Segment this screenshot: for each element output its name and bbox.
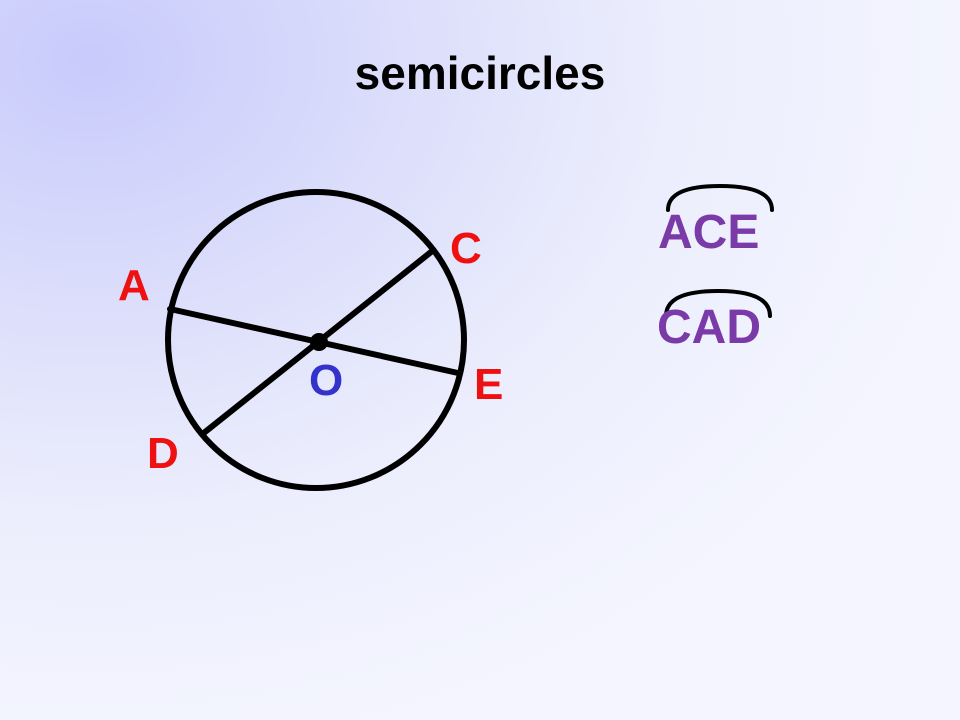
arc-symbol-cad <box>664 288 772 318</box>
slide-title: semicircles <box>354 47 606 99</box>
label-o: O <box>309 356 343 405</box>
label-e: E <box>474 360 503 409</box>
arc-symbol-ace <box>666 183 774 212</box>
label-c: C <box>450 224 482 273</box>
arc-name-cad: CAD <box>657 301 761 354</box>
circle <box>165 189 467 491</box>
arc-name-ace: ACE <box>658 206 759 259</box>
label-a: A <box>118 261 150 310</box>
label-d: D <box>147 429 179 478</box>
center-point <box>310 333 328 351</box>
